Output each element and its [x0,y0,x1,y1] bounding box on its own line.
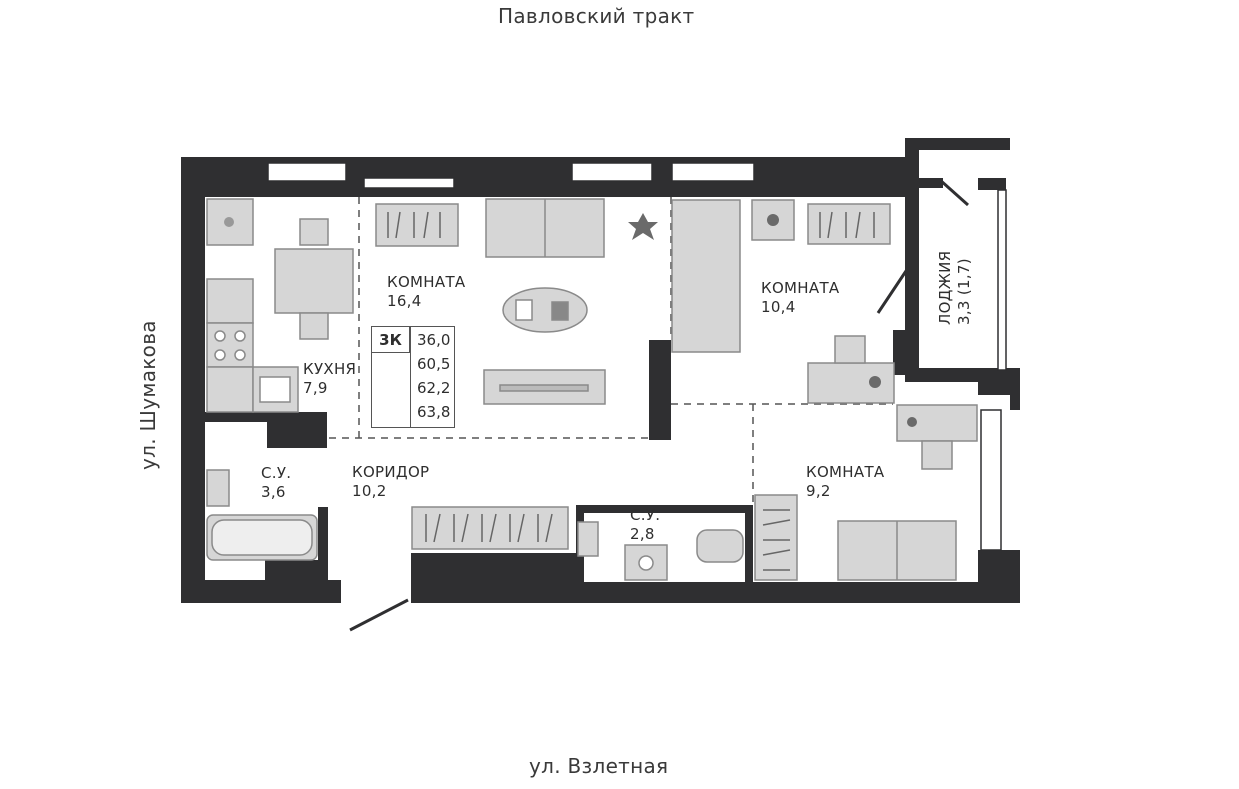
apartment-area-with-loggia: 62,2 [417,379,451,397]
room-bath1: С.У. 3,6 [261,464,291,502]
room-bedroom2-name: КОМНАТА [806,463,885,481]
room-bedroom1: КОМНАТА 10,4 [761,279,839,317]
doors [349,178,969,632]
room-living-name: КОМНАТА [387,273,466,291]
room-loggia-name: ЛОДЖИЯ [936,250,954,325]
street-left: ул. Шумакова [136,320,160,470]
room-loggia-area: 3,3 (1,7) [955,258,973,325]
apartment-info-box: 3К 36,0 60,5 62,2 63,8 [371,326,455,428]
walls [181,138,1020,603]
room-bedroom1-area: 10,4 [761,298,796,316]
room-bedroom2-area: 9,2 [806,482,831,500]
room-bedroom2: КОМНАТА 9,2 [806,463,884,501]
room-kitchen-name: КУХНЯ [303,360,357,378]
wardrobe-hangers [387,211,875,571]
room-kitchen: КУХНЯ 7,9 [303,360,356,398]
apartment-area-total: 60,5 [417,355,451,373]
room-kitchen-area: 7,9 [303,379,328,397]
apartment-area-living: 36,0 [417,331,451,349]
room-bath2-name: С.У. [630,506,661,524]
room-bath1-area: 3,6 [261,483,286,501]
room-living: КОМНАТА 16,4 [387,273,465,311]
room-bath2: С.У. 2,8 [630,506,660,544]
room-bath1-name: С.У. [261,464,292,482]
room-bedroom1-name: КОМНАТА [761,279,840,297]
room-corridor-name: КОРИДОР [352,463,430,481]
info-divider [410,327,411,427]
windows [267,162,1007,551]
room-corridor-area: 10,2 [352,482,387,500]
apartment-area-full: 63,8 [417,403,451,421]
street-top: Павловский тракт [498,4,695,28]
furniture [206,198,978,581]
plants [224,213,917,427]
room-boundaries [329,197,893,505]
room-corridor: КОРИДОР 10,2 [352,463,429,501]
apartment-type: 3К [372,327,410,353]
room-living-area: 16,4 [387,292,422,310]
street-bottom: ул. Взлетная [529,754,669,778]
room-loggia: ЛОДЖИЯ 3,3 (1,7) [936,251,974,325]
room-bath2-area: 2,8 [630,525,655,543]
